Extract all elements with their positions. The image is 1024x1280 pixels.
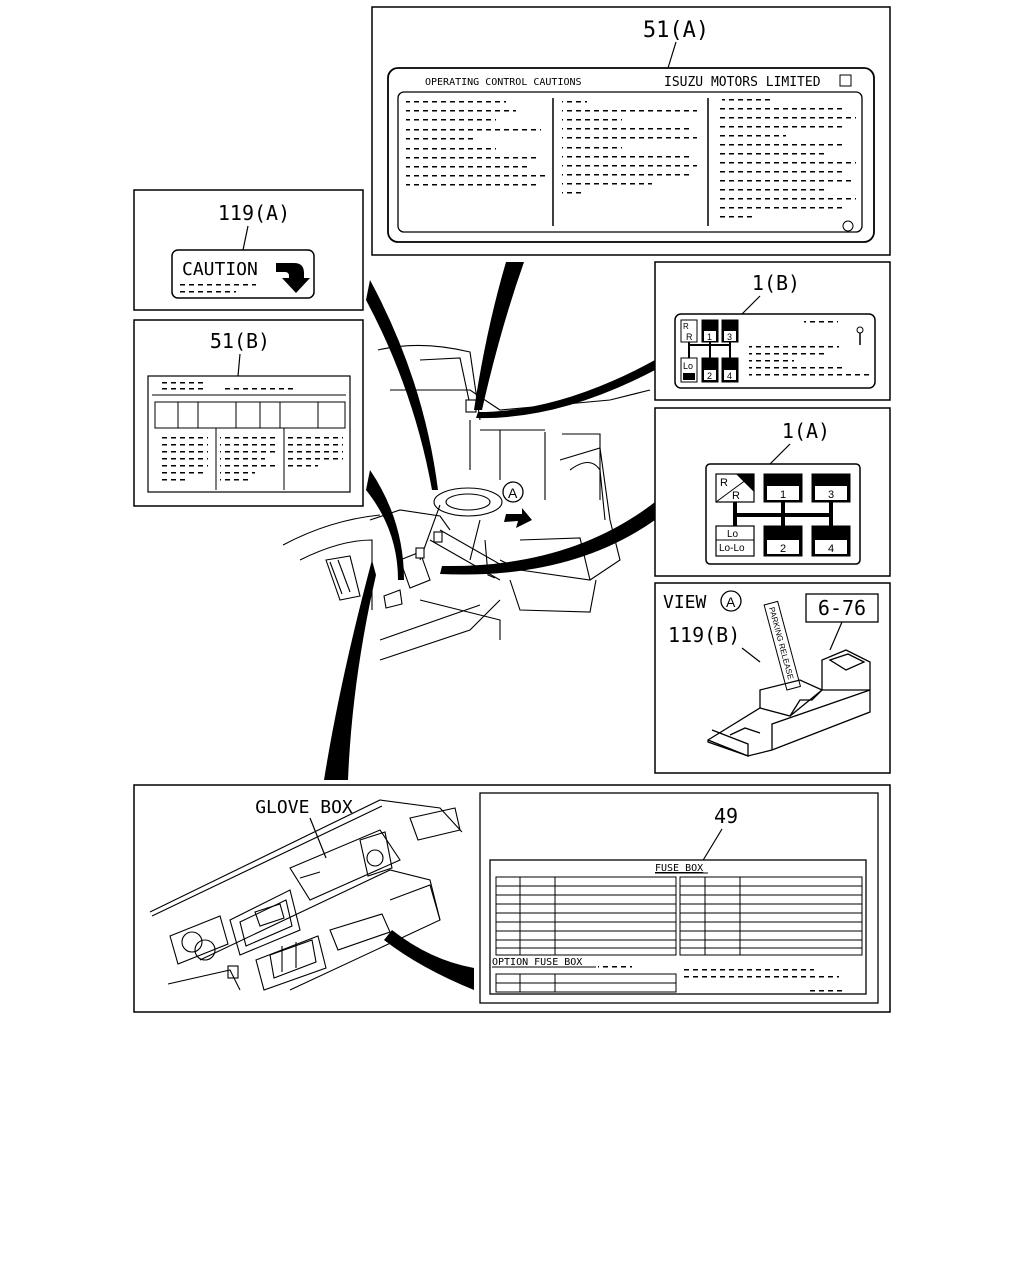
fuse-table-right [679, 876, 863, 956]
callout-51b: 51(B) [210, 329, 270, 353]
gear-r-1b: R [686, 332, 693, 342]
caution-label-plate [171, 249, 315, 299]
gear-3-1b: 3 [727, 332, 732, 342]
cab-marker: A [508, 485, 518, 501]
gear-2-1a: 2 [780, 543, 786, 555]
view-a-marker: A [726, 594, 736, 610]
fuse-box-heading: FUSE BOX [655, 863, 703, 874]
callout-51a: 51(A) [643, 18, 709, 43]
callout-1a: 1(A) [782, 419, 830, 443]
svg-text:R: R [683, 322, 689, 331]
arrow-down-icon [276, 263, 310, 293]
gear-1-1a: 1 [780, 489, 786, 501]
fuse-box-label-plate [489, 859, 867, 995]
option-fuse-table [495, 973, 677, 993]
fuse-table-left [495, 876, 677, 956]
gear-3-1a: 3 [828, 489, 834, 501]
cab-interior-drawing [282, 344, 651, 661]
callout-1b: 1(B) [752, 271, 800, 295]
panel-1a: 1(A) R R 1 3 Lo Lo-Lo 2 [654, 407, 891, 577]
panel-51a: 51(A) OPERATING CONTROL CAUTIONS ISUZU M… [371, 6, 891, 256]
gear-1-1b: 1 [707, 332, 712, 342]
gear-2-1b: 2 [707, 371, 712, 381]
panel-view-a: VIEW A 6-76 119(B) PARKING RELEASE [654, 582, 891, 774]
center-console-drawing [707, 649, 871, 757]
caution-text: CAUTION [182, 259, 258, 280]
shift-pattern-1a: R R 1 3 Lo Lo-Lo 2 4 [715, 473, 851, 557]
panel-51b: 51(B) [133, 319, 364, 507]
glove-box-label: GLOVE BOX [255, 797, 353, 818]
panel-49: 49 FUSE BOX [479, 792, 879, 1004]
panel-1b: 1(B) R R 1 3 Lo 2 4 [654, 261, 891, 401]
key-icon [856, 326, 864, 345]
isuzu-brand: ISUZU MOTORS LIMITED [664, 75, 821, 90]
gear-lo-1a: Lo [727, 529, 739, 540]
leader-swooshes [324, 262, 655, 990]
label-51a-text-lines [406, 99, 856, 218]
callout-119a: 119(A) [218, 201, 290, 225]
label-51a-plate [387, 67, 875, 243]
gear-4-1b: 4 [727, 371, 732, 381]
callout-49: 49 [714, 804, 738, 828]
view-a-arrow: A [502, 481, 532, 528]
gear-r-1a: R [720, 477, 728, 489]
panel-glove-box: GLOVE BOX [133, 784, 891, 1013]
shift-pattern-1b: R R 1 3 Lo 2 4 [680, 319, 739, 383]
gear-lo-1b: Lo [683, 361, 693, 371]
panel-119a: 119(A) CAUTION [133, 189, 364, 311]
option-fuse-box-heading: OPTION FUSE BOX [492, 957, 582, 968]
view-a-label: VIEW [663, 592, 707, 613]
gear-lolo-1a: Lo-Lo [719, 543, 745, 554]
callout-119b: 119(B) [668, 623, 740, 647]
label-51b-plate [147, 375, 351, 493]
gear-r2-1a: R [732, 490, 740, 502]
operating-control-cautions-heading: OPERATING CONTROL CAUTIONS [425, 77, 582, 88]
gear-4-1a: 4 [828, 543, 834, 555]
dashboard-drawing [149, 799, 463, 991]
arrow-icon [504, 508, 532, 528]
callout-6-76: 6-76 [818, 596, 866, 620]
label-51b-text-lines [158, 437, 343, 481]
